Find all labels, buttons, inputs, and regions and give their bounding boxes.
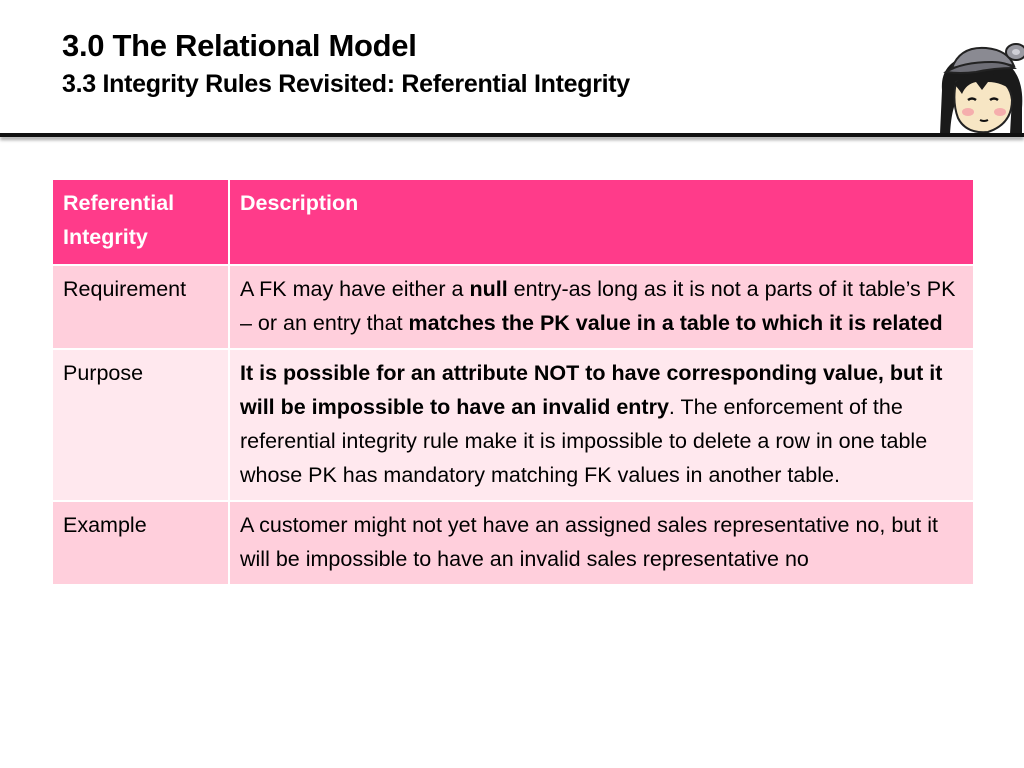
row-label: Purpose xyxy=(51,348,230,502)
column-header: Referential Integrity xyxy=(51,178,230,266)
table-header-row: Referential Integrity Description xyxy=(51,178,975,266)
table: Referential Integrity Description Requir… xyxy=(51,178,975,586)
row-description: It is possible for an attribute NOT to h… xyxy=(228,348,975,502)
cartoon-girl-with-cap-icon xyxy=(932,38,1024,134)
slide-header: 3.0 The Relational Model 3.3 Integrity R… xyxy=(62,26,862,100)
header-divider xyxy=(0,133,1024,137)
table-row: Example A customer might not yet have an… xyxy=(51,500,975,586)
table-row: Purpose It is possible for an attribute … xyxy=(51,348,975,502)
slide-title: 3.0 The Relational Model xyxy=(62,28,417,63)
row-description: A FK may have either a null entry-as lon… xyxy=(228,264,975,350)
row-label: Requirement xyxy=(51,264,230,350)
row-description: A customer might not yet have an assigne… xyxy=(228,500,975,586)
column-header: Description xyxy=(228,178,975,266)
table-row: Requirement A FK may have either a null … xyxy=(51,264,975,350)
referential-integrity-table: Referential Integrity Description Requir… xyxy=(51,178,975,586)
row-label: Example xyxy=(51,500,230,586)
slide-subtitle: 3.3 Integrity Rules Revisited: Referenti… xyxy=(62,70,630,98)
